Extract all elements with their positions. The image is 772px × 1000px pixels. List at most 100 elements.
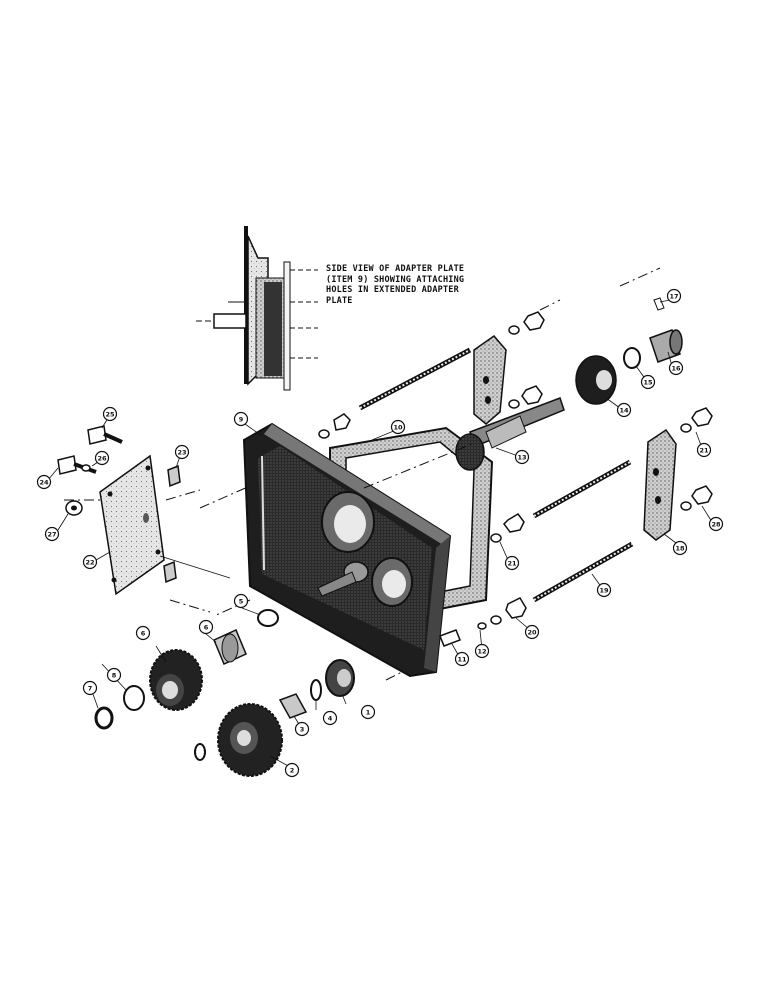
callout-4: 4 xyxy=(322,710,338,726)
callout-circle xyxy=(596,582,612,598)
callout-circle xyxy=(233,411,249,427)
cover-plate xyxy=(57,425,181,596)
callout-21: 21 xyxy=(696,442,712,458)
callout-10: 10 xyxy=(390,419,406,435)
callout-circle xyxy=(668,360,684,376)
callout-24: 24 xyxy=(36,474,52,490)
callout-number: 21 xyxy=(507,560,517,568)
callout-number: 8 xyxy=(112,672,117,680)
callout-circle xyxy=(474,643,490,659)
callout-circle xyxy=(135,625,151,641)
caption-line-4: PLATE xyxy=(326,295,353,306)
callout-circle xyxy=(102,406,118,422)
side-view-caption: SIDE VIEW OF ADAPTER PLATE (ITEM 9) SHOW… xyxy=(326,264,476,306)
callout-17: 17 xyxy=(666,288,682,304)
callout-1: 1 xyxy=(360,704,376,720)
callout-number: 20 xyxy=(527,629,537,637)
callout-number: 17 xyxy=(669,293,678,301)
callout-21: 21 xyxy=(504,555,520,571)
callout-9: 9 xyxy=(233,411,249,427)
callout-circle xyxy=(174,444,190,460)
callout-14: 14 xyxy=(616,402,632,418)
caption-line-2: (ITEM 9) SHOWING ATTACHING xyxy=(326,274,465,285)
callout-number: 18 xyxy=(675,545,685,553)
callout-number: 16 xyxy=(671,365,681,373)
callout-5: 5 xyxy=(233,593,249,609)
callout-19: 19 xyxy=(596,582,612,598)
callout-number: 6 xyxy=(204,624,209,632)
callout-circle xyxy=(233,593,249,609)
callout-number: 4 xyxy=(328,715,333,723)
callout-28: 28 xyxy=(708,516,724,532)
callout-labels: 1234567891011121314151617181920212223242… xyxy=(36,288,724,778)
callout-number: 12 xyxy=(477,648,486,656)
callout-number: 28 xyxy=(711,521,721,529)
callout-circle xyxy=(708,516,724,532)
callout-circle xyxy=(294,721,310,737)
callout-12: 12 xyxy=(474,643,490,659)
callout-number: 1 xyxy=(366,709,371,717)
callout-number: 10 xyxy=(393,424,403,432)
callout-27: 27 xyxy=(44,526,60,542)
callout-number: 7 xyxy=(88,685,93,693)
callout-16: 16 xyxy=(668,360,684,376)
callout-circle xyxy=(44,526,60,542)
callout-number: 23 xyxy=(177,449,186,457)
callout-circle xyxy=(106,667,122,683)
callout-circle xyxy=(454,651,470,667)
callout-number: 15 xyxy=(643,379,653,387)
callout-15: 15 xyxy=(640,374,656,390)
upper-stud-and-bracket xyxy=(318,311,545,439)
callout-circle xyxy=(94,450,110,466)
callout-number: 26 xyxy=(97,455,107,463)
callout-number: 21 xyxy=(699,447,709,455)
callout-8: 8 xyxy=(106,667,122,683)
callout-23: 23 xyxy=(174,444,190,460)
caption-line-1: SIDE VIEW OF ADAPTER PLATE xyxy=(326,264,465,274)
callout-circle xyxy=(322,710,338,726)
callout-circle xyxy=(82,554,98,570)
callout-number: 22 xyxy=(85,559,94,567)
callout-18: 18 xyxy=(672,540,688,556)
callout-number: 9 xyxy=(239,416,244,424)
pinion-shaft xyxy=(455,397,565,471)
callout-26: 26 xyxy=(94,450,110,466)
callout-number: 24 xyxy=(39,479,49,487)
callout-circle xyxy=(36,474,52,490)
callout-3: 3 xyxy=(294,721,310,737)
callout-circle xyxy=(616,402,632,418)
callout-circle xyxy=(504,555,520,571)
callout-7: 7 xyxy=(82,680,98,696)
adapter-plate xyxy=(242,422,452,678)
callout-circle xyxy=(284,762,300,778)
callout-circle xyxy=(666,288,682,304)
callout-11: 11 xyxy=(454,651,470,667)
caption-line-3: HOLES IN EXTENDED ADAPTER xyxy=(326,285,459,295)
callout-number: 2 xyxy=(290,767,295,775)
right-studs-and-bracket xyxy=(439,407,713,647)
lower-gear-parts xyxy=(94,609,355,777)
callout-number: 5 xyxy=(239,598,244,606)
callout-2: 2 xyxy=(284,762,300,778)
callout-circle xyxy=(360,704,376,720)
callout-6: 6 xyxy=(198,619,214,635)
callout-20: 20 xyxy=(524,624,540,640)
callout-circle xyxy=(82,680,98,696)
callout-circle xyxy=(524,624,540,640)
callout-number: 27 xyxy=(47,531,56,539)
side-view-inset xyxy=(196,226,318,391)
callout-number: 14 xyxy=(619,407,629,415)
upper-right-parts xyxy=(575,297,683,405)
callout-circle xyxy=(672,540,688,556)
callout-number: 25 xyxy=(105,411,115,419)
callout-6: 6 xyxy=(135,625,151,641)
callout-circle xyxy=(696,442,712,458)
callout-circle xyxy=(198,619,214,635)
callout-22: 22 xyxy=(82,554,98,570)
callout-number: 6 xyxy=(141,630,146,638)
callout-circle xyxy=(514,449,530,465)
callout-number: 19 xyxy=(599,587,609,595)
callout-circle xyxy=(640,374,656,390)
callout-number: 11 xyxy=(457,656,467,664)
